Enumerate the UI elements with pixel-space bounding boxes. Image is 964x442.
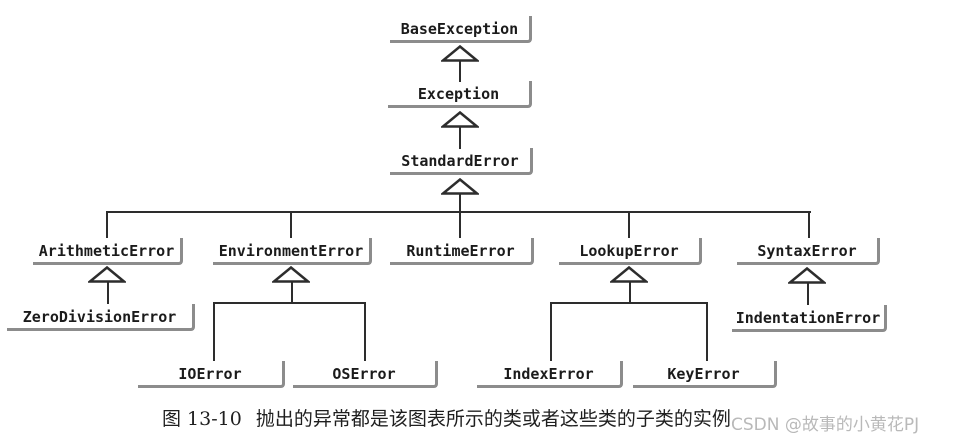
connector-environment-bus	[213, 302, 366, 304]
connector-environment-trunk	[291, 281, 293, 303]
node-syntax-error: SyntaxError	[737, 238, 880, 265]
inheritance-arrowhead-environment-icon	[272, 266, 310, 283]
node-runtime-error: RuntimeError	[390, 238, 534, 265]
node-environment-error: EnvironmentError	[213, 238, 372, 265]
connector-stub-lookup	[628, 211, 630, 238]
figure-caption-text: 抛出的异常都是该图表所示的类或者这些类的子类的实例	[255, 408, 731, 430]
connector-lookup-bus	[550, 302, 708, 304]
connector-standarderror-to-exception	[459, 126, 461, 149]
connector-standarderror-down-trunk	[459, 193, 461, 238]
connector-zerodivision-to-arithmetic	[107, 281, 109, 304]
node-key-error: KeyError	[633, 361, 777, 388]
connector-indentation-to-syntax	[807, 282, 809, 305]
inheritance-arrowhead-standarderror-icon	[441, 178, 479, 195]
inheritance-arrowhead-baseexception-icon	[441, 45, 479, 62]
connector-stub-indexerror	[550, 302, 552, 361]
node-arithmetic-error: ArithmeticError	[33, 238, 183, 265]
node-indentation-error: IndentationError	[732, 305, 887, 332]
connector-stub-syntax	[808, 211, 810, 238]
connector-stub-keyerror	[706, 302, 708, 361]
node-io-error: IOError	[138, 361, 285, 388]
connector-children-bus	[106, 211, 811, 213]
csdn-watermark: CSDN @故事的小黄花PJ	[731, 415, 920, 435]
connector-lookup-trunk	[629, 281, 631, 303]
connector-stub-oserror	[364, 302, 366, 361]
connector-exception-to-baseexception	[459, 60, 461, 82]
figure-caption: 图 13-10 抛出的异常都是该图表所示的类或者这些类的子类的实例	[162, 404, 731, 431]
node-base-exception: BaseException	[390, 16, 532, 43]
connector-stub-arithmetic	[106, 211, 108, 238]
inheritance-arrowhead-lookup-icon	[610, 266, 648, 283]
inheritance-arrowhead-exception-icon	[441, 111, 479, 128]
node-os-error: OSError	[293, 361, 438, 388]
inheritance-arrowhead-arithmetic-icon	[88, 266, 126, 283]
node-exception: Exception	[388, 81, 532, 108]
connector-stub-ioerror	[213, 302, 215, 361]
connector-stub-environment	[290, 211, 292, 238]
node-index-error: IndexError	[477, 361, 623, 388]
node-lookup-error: LookupError	[559, 238, 702, 265]
node-standard-error: StandardError	[390, 148, 533, 175]
figure-number: 图 13-10	[162, 408, 242, 430]
inheritance-arrowhead-syntax-icon	[788, 267, 826, 284]
node-zero-division-error: ZeroDivisionError	[7, 304, 195, 331]
